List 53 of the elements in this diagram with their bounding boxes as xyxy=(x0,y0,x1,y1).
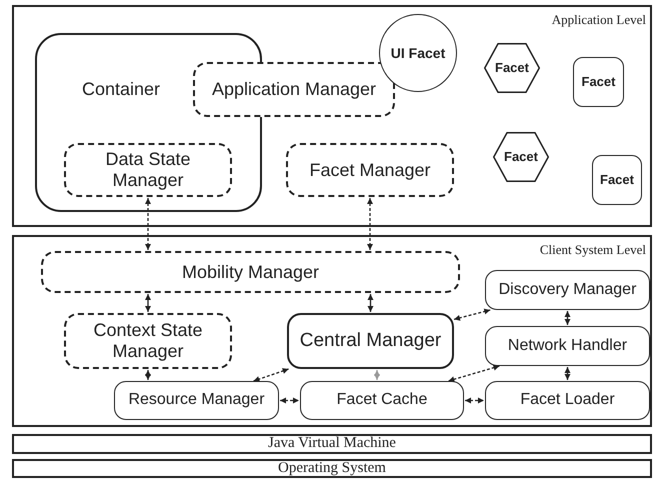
layer-panel xyxy=(12,5,652,227)
dashed-component-box xyxy=(193,62,395,117)
component-box xyxy=(485,270,650,310)
box-label: Network Handler xyxy=(508,336,628,356)
dashed-component-box xyxy=(41,251,460,293)
box-label: Facet xyxy=(495,60,529,76)
box-label: Facet xyxy=(504,150,538,164)
box-label: Operating System xyxy=(278,460,386,478)
box-label: Application Manager xyxy=(212,79,376,100)
layer-bar xyxy=(12,434,652,454)
facet-box xyxy=(592,155,642,205)
box-label: Facet xyxy=(582,74,616,90)
connector-arrow xyxy=(564,367,570,380)
dashed-component-box xyxy=(286,143,454,197)
box-label: Facet Cache xyxy=(336,391,428,410)
box-label: Container xyxy=(82,79,160,100)
connector-arrow xyxy=(145,198,151,250)
box-label: Data State Manager xyxy=(104,149,192,191)
box-label: Facet Loader xyxy=(520,391,615,410)
box-label: Context State Manager xyxy=(92,320,204,362)
component-box xyxy=(300,381,464,420)
box-label: Client System Level xyxy=(540,241,647,258)
connector-arrow xyxy=(367,198,373,250)
connector-arrow xyxy=(145,370,151,380)
component-box xyxy=(114,381,279,420)
connector-arrow xyxy=(454,308,490,321)
layer-panel xyxy=(12,235,652,427)
connector-arrow xyxy=(465,398,484,404)
component-box xyxy=(485,381,650,420)
box-label: Resource Manager xyxy=(128,391,265,410)
box-label: Discovery Manager xyxy=(498,280,636,300)
dashed-component-box xyxy=(64,313,232,369)
facet-hexagon xyxy=(493,132,549,182)
connector-arrow xyxy=(368,294,374,312)
box-label: Central Manager xyxy=(300,330,442,352)
facet-box xyxy=(573,57,624,107)
connector-arrow xyxy=(374,370,380,380)
box-label: Application Level xyxy=(552,11,647,28)
dashed-component-box xyxy=(64,143,232,197)
connector-arrow xyxy=(280,398,299,404)
facet-hexagon xyxy=(484,43,540,93)
component-box xyxy=(287,313,454,369)
connector-arrow xyxy=(564,311,570,325)
box-label: UI Facet xyxy=(390,44,446,62)
connector-arrow xyxy=(448,364,500,382)
connector-arrow xyxy=(253,368,289,382)
component-box xyxy=(485,326,650,366)
layer-bar xyxy=(12,459,652,478)
connector-arrow xyxy=(145,294,151,312)
box-label: Facet xyxy=(600,172,634,188)
box-label: Mobility Manager xyxy=(182,262,320,282)
box-label: Facet Manager xyxy=(309,160,431,180)
box-label: Java Virtual Machine xyxy=(268,435,396,453)
